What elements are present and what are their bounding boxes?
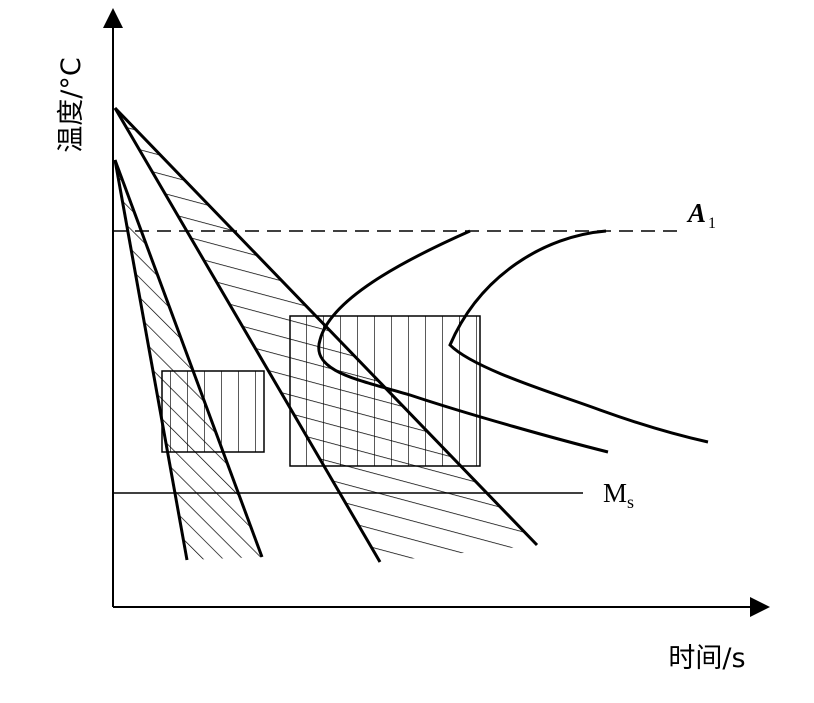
c-curve-start <box>317 229 609 454</box>
transformation-box-left <box>161 370 265 453</box>
cooling-curve-2 <box>113 159 264 558</box>
a1-label-subscript: 1 <box>708 215 716 232</box>
ms-label-subscript: s <box>627 492 634 512</box>
c-curve-finish <box>448 229 709 444</box>
ms-label-main: M <box>603 478 627 508</box>
a1-label: A <box>686 198 706 228</box>
cooling-curve-1 <box>113 159 189 561</box>
ms-label: M <box>603 478 627 508</box>
x-axis-label: 时间/s <box>668 643 745 674</box>
transformation-box-right <box>289 315 481 467</box>
a1-label-main: A <box>686 198 706 228</box>
y-axis-label: 温度/°C <box>56 57 87 152</box>
cooling-curve-3 <box>113 107 382 563</box>
